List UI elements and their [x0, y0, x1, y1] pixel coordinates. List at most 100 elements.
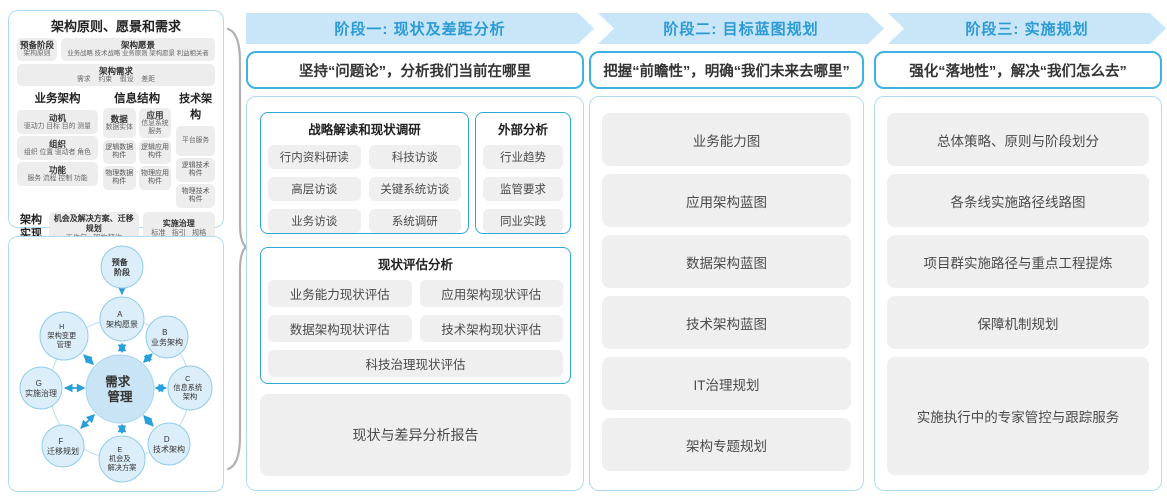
phase1-banner: 阶段一: 现状及差距分析: [246, 13, 594, 44]
phase2-banner: 阶段二: 目标蓝图规划: [598, 13, 884, 44]
framework-columns: 业务架构 动机 驱动力 目标 目的 测量 组织 组织 位置 驱动者 角色 功能 …: [17, 90, 215, 209]
list-item: 技术架构蓝图: [602, 296, 851, 349]
architecture-requirements-box: 架构需求 需求 约束 假设 差距: [17, 63, 215, 87]
architecture-vision-box: 架构愿景 业务战略 技术战略 业务原则 架构愿景 利益相关者: [61, 38, 215, 61]
adm-circles: [19, 245, 213, 483]
external-analysis-group: 外部分析 行业趋势 监管要求 同业实践: [475, 112, 571, 234]
physical-tech-box: 物理技术构件: [176, 184, 215, 209]
node-f-circle: [41, 424, 85, 468]
list-item: 实施执行中的专家管控与跟踪服务: [887, 357, 1149, 475]
list-item: 保障机制规划: [887, 296, 1149, 349]
node-d-circle: [147, 422, 191, 466]
node-d-label: D 技术架构: [153, 429, 185, 454]
architecture-vision-title: 架构愿景: [120, 40, 155, 50]
physical-data-label: 物理数据构件: [105, 169, 134, 186]
strategy-research-title: 战略解读和现状调研: [308, 123, 421, 137]
requirements-management-circle: [85, 354, 155, 424]
physical-app-label: 物理应用构件: [140, 169, 169, 186]
implementation-governance-title: 实施治理: [162, 218, 195, 228]
information-structure-header: 信息结构: [114, 93, 161, 106]
logical-tech-label: 逻辑技术构件: [181, 161, 210, 178]
phase1-subtitle: 坚持“问题论”，分析我们当前在哪里: [246, 51, 584, 89]
framework-row-prep-vision: 预备阶段 架构原则 架构愿景 业务战略 技术战略 业务原则 架构愿景 利益相关者: [17, 38, 215, 61]
group-item: 同业实践: [483, 209, 563, 233]
strategy-research-group: 战略解读和现状调研 行内资料研读 科技访谈 高层访谈 关键系统访谈 业务访谈 系…: [260, 112, 469, 234]
phase1-panel: 战略解读和现状调研 行内资料研读 科技访谈 高层访谈 关键系统访谈 业务访谈 系…: [246, 96, 584, 491]
group-item: 科技访谈: [368, 145, 461, 169]
function-title: 功能: [48, 165, 66, 175]
group-item: 行内资料研读: [268, 145, 361, 169]
data-subcolumn: 数据 数据实体 逻辑数据构件 物理数据构件: [102, 108, 136, 191]
list-item: 数据架构蓝图: [602, 235, 851, 288]
organization-title: 组织: [48, 139, 66, 149]
group-item: 行业趋势: [483, 145, 563, 169]
adm-cycle-diagram: 预备 阶段 A 架构愿景 B 业务架构 C 信息系统 架构 D 技术架构 E: [19, 245, 213, 483]
node-e-label: E 机会及 解决方案: [108, 439, 137, 472]
prep-phase-box: 预备阶段 架构原则: [17, 38, 57, 61]
node-e-circle: [98, 435, 146, 483]
node-a-circle: [99, 296, 145, 342]
physical-app-box: 物理应用构件: [138, 166, 172, 191]
group-item: 应用架构现状评估: [419, 280, 563, 307]
list-item: 项目群实施路径与重点工程提炼: [887, 235, 1149, 288]
group-item: 科技治理现状评估: [268, 350, 563, 377]
arrow-center-d: [143, 414, 154, 427]
application-box: 应用 信息系统服务: [138, 108, 172, 139]
data-title: 数据: [110, 114, 128, 124]
arrow-center-h: [83, 354, 95, 366]
node-b-label: B 业务架构: [151, 322, 183, 347]
group-item: 技术架构现状评估: [419, 315, 563, 342]
node-f-label: F 迁移规划: [47, 431, 79, 456]
node-c-label: C 信息系统 架构: [173, 368, 206, 401]
architecture-requirements-sub: 需求 约束 假设 差距: [76, 75, 156, 83]
adm-arrows: [63, 286, 168, 435]
physical-tech-label: 物理技术构件: [181, 187, 210, 204]
opportunities-migration-title: 机会及解决方案、迁移规划: [53, 214, 134, 233]
application-title: 应用: [146, 109, 164, 120]
list-item: 架构专题规划: [602, 418, 851, 471]
logical-app-label: 逻辑应用构件: [140, 143, 169, 160]
arrow-center-b: [142, 353, 153, 364]
assessment-analysis-group: 现状评估分析 业务能力现状评估 应用架构现状评估 数据架构现状评估 技术架构现状…: [260, 247, 571, 384]
node-g-circle: [19, 366, 63, 410]
phase2-list: 业务能力图 应用架构蓝图 数据架构蓝图 技术架构蓝图 IT治理规划 架构专题规划: [602, 113, 851, 471]
gap-analysis-report-box: 现状与差异分析报告: [260, 394, 571, 476]
group-item: 业务访谈: [268, 209, 361, 233]
list-item: 应用架构蓝图: [602, 174, 851, 227]
motivation-title: 动机: [48, 113, 66, 123]
logical-tech-box: 逻辑技术构件: [176, 158, 215, 183]
data-sub: 数据实体: [105, 124, 133, 132]
technology-architecture-column: 技术架构 平台服务 逻辑技术构件 物理技术构件: [176, 90, 215, 209]
adm-cycle-panel: 预备 阶段 A 架构愿景 B 业务架构 C 信息系统 架构 D 技术架构 E: [8, 236, 224, 492]
information-structure-column: 信息结构 数据 数据实体 逻辑数据构件 物理数据构件 应用: [102, 90, 172, 191]
technology-architecture-header: 技术架构: [179, 93, 213, 122]
group-item: 关键系统访谈: [368, 177, 461, 201]
phase2-panel: 业务能力图 应用架构蓝图 数据架构蓝图 技术架构蓝图 IT治理规划 架构专题规划: [589, 96, 864, 491]
phase3-subtitle: 强化“落地性”，解决“我们怎么去”: [874, 51, 1162, 89]
logical-data-box: 逻辑数据构件: [102, 140, 136, 165]
node-h-circle: [39, 311, 89, 361]
list-item: 业务能力图: [602, 113, 851, 166]
curly-brace: [226, 27, 248, 471]
group-item: 系统调研: [368, 209, 461, 233]
node-b-circle: [145, 315, 189, 359]
phase3-list: 总体策略、原则与阶段划分 各条线实施路径线路图 项目群实施路径与重点工程提炼 保…: [887, 113, 1149, 475]
assessment-analysis-title: 现状评估分析: [377, 258, 453, 272]
list-item: 各条线实施路径线路图: [887, 174, 1149, 227]
list-item: IT治理规划: [602, 357, 851, 410]
group-item: 监管要求: [483, 177, 563, 201]
node-g-label: G 实施治理: [25, 373, 57, 398]
business-architecture-column: 业务架构 动机 驱动力 目标 目的 测量 组织 组织 位置 驱动者 角色 功能 …: [17, 90, 98, 187]
implementation-governance-sub: 标准 指引 规格: [151, 228, 207, 238]
framework-panel: 架构原则、愿景和需求 预备阶段 架构原则 架构愿景 业务战略 技术战略 业务原则…: [8, 10, 224, 244]
list-item: 总体策略、原则与阶段划分: [887, 113, 1149, 166]
application-sub: 信息系统服务: [141, 119, 169, 136]
motivation-box: 动机 驱动力 目标 目的 测量: [17, 110, 98, 135]
function-sub: 服务 流程 控制 功能: [27, 175, 88, 183]
node-c-circle: [167, 365, 213, 411]
node-h-label: H 架构变更 管理: [47, 316, 80, 349]
organization-box: 组织 组织 位置 驱动者 角色: [17, 136, 98, 161]
data-box: 数据 数据实体: [102, 108, 136, 139]
group-item: 高层访谈: [268, 177, 361, 201]
requirements-management-label: 需求 管理: [105, 373, 134, 404]
